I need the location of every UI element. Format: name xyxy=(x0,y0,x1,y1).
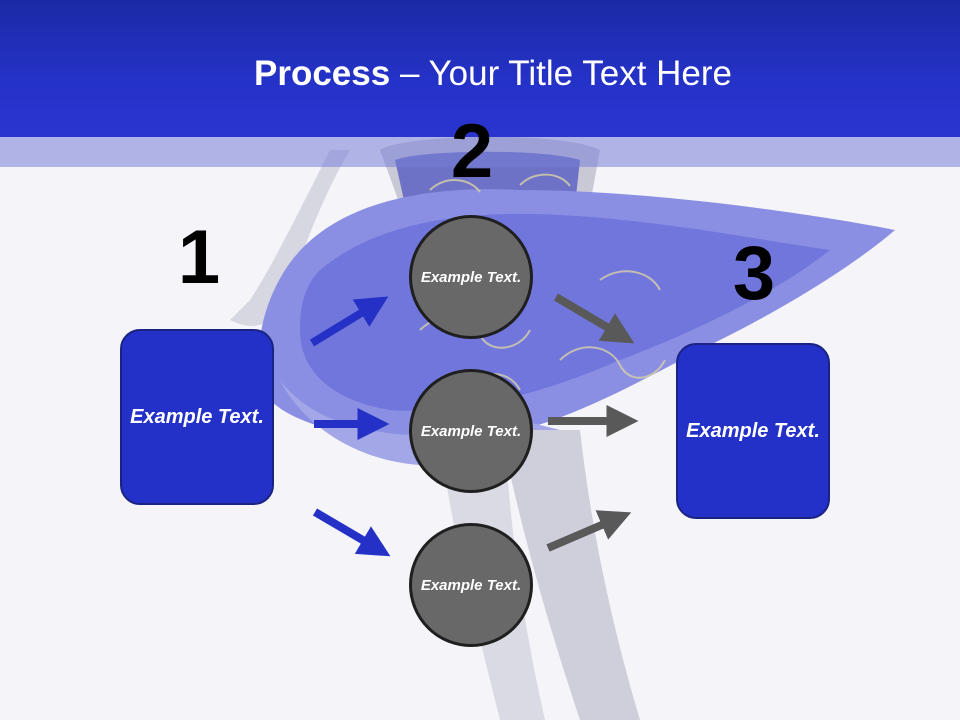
blue-arrows xyxy=(309,296,391,557)
start-box-text: Example Text. xyxy=(130,405,264,428)
gray-arrows xyxy=(546,293,639,552)
process-circle-top: Example Text. xyxy=(409,215,533,339)
end-box: Example Text. xyxy=(676,343,830,519)
arrow-left-to-bottom xyxy=(312,508,391,557)
circle-text: Example Text. xyxy=(420,576,522,594)
process-circle-middle: Example Text. xyxy=(409,369,533,493)
arrow-bottom-to-right xyxy=(546,510,632,552)
step-number-3: 3 xyxy=(732,231,776,316)
circle-text: Example Text. xyxy=(420,422,522,440)
start-box: Example Text. xyxy=(120,329,274,505)
circle-text: Example Text. xyxy=(420,268,522,286)
end-box-text: Example Text. xyxy=(686,419,820,442)
process-circle-bottom: Example Text. xyxy=(409,523,533,647)
slide-title: Process – Your Title Text Here xyxy=(0,52,960,96)
step-number-1: 1 xyxy=(177,215,221,300)
arrow-left-to-top xyxy=(309,296,389,347)
title-bold: Process xyxy=(254,54,391,93)
header-bar xyxy=(0,0,960,137)
title-rest: – Your Title Text Here xyxy=(390,54,732,93)
step-number-2: 2 xyxy=(450,109,494,194)
header-accent-band xyxy=(0,137,960,167)
arrow-top-to-right xyxy=(553,293,635,344)
